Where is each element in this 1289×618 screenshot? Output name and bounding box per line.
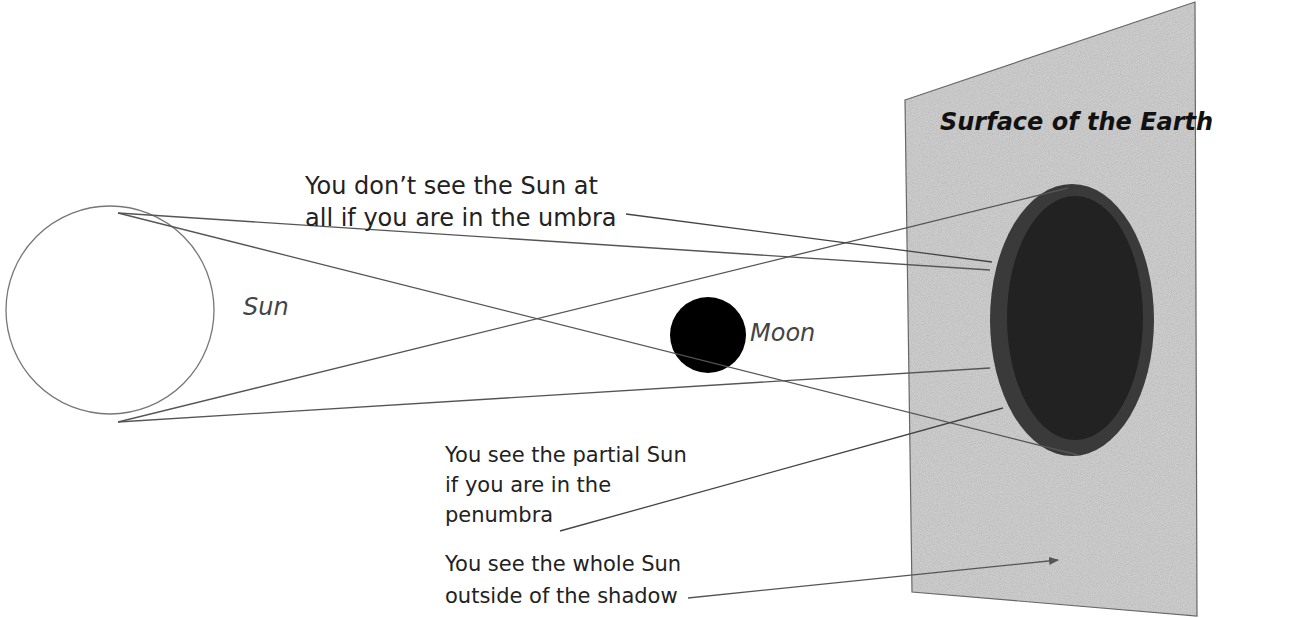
node-outline xyxy=(905,0,1197,618)
node-label: Sun xyxy=(243,293,289,321)
node-outline xyxy=(670,297,746,373)
earth-surface-panel: Surface of the Earth xyxy=(905,0,1197,618)
moon-disc xyxy=(670,297,746,373)
light-ray xyxy=(118,213,990,270)
node-outline xyxy=(5,205,215,415)
node-label: Moon xyxy=(750,319,815,347)
leader-line xyxy=(560,408,1003,531)
umbra-shadow xyxy=(1007,196,1143,440)
leader-line xyxy=(626,214,992,262)
full-sun-note: You see the whole Sun outside of the sha… xyxy=(445,548,715,612)
light-ray xyxy=(118,213,1078,455)
leader-arrow xyxy=(688,560,1058,598)
penumbra-shadow xyxy=(990,184,1154,456)
moon-circle: Moon xyxy=(670,297,746,373)
penumbra-note: You see the partial Sun if you are in th… xyxy=(445,440,700,530)
sun-circle: Sun xyxy=(5,205,215,415)
panel-texture xyxy=(905,0,1197,618)
light-ray xyxy=(118,368,990,422)
light-ray xyxy=(118,188,1068,422)
umbra-note: You don’t see the Sun at all if you are … xyxy=(305,170,625,234)
node-label: Surface of the Earth xyxy=(940,108,1213,136)
sun-disc xyxy=(6,206,214,414)
